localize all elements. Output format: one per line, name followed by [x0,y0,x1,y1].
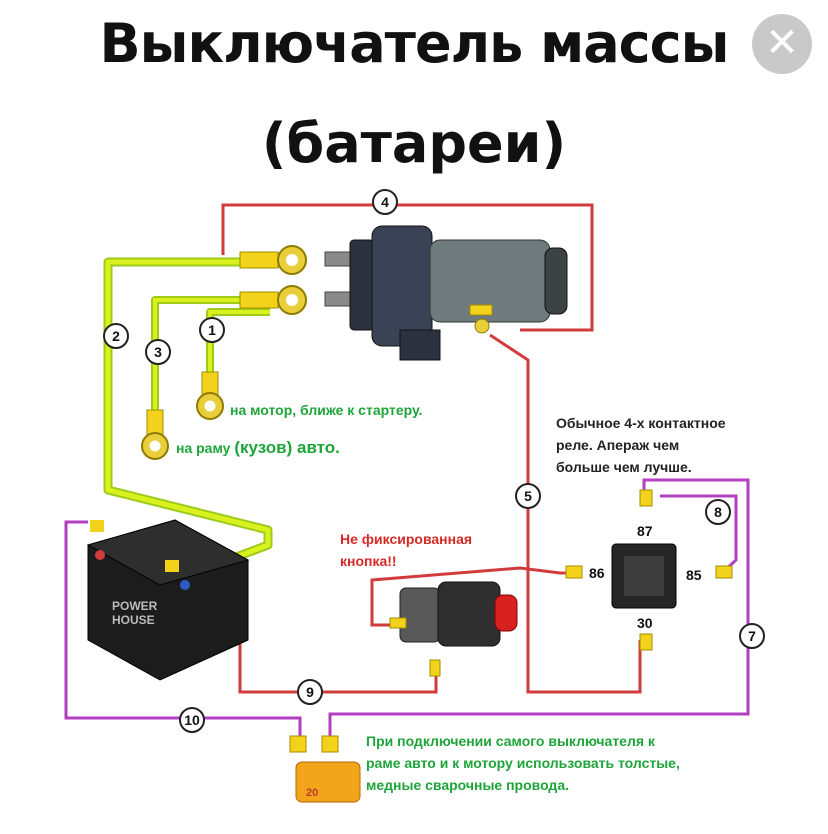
wire-badge-7: 7 [748,628,756,644]
purple-wire-10 [64,520,302,740]
wire-badge-2-circle [103,323,129,349]
note-button-2: кнопка!! [340,553,397,569]
wire-badge-7-circle [739,623,765,649]
wire-badge-8: 8 [714,504,722,520]
wire-badge-9: 9 [306,684,314,700]
battery-brand-1: POWER [112,599,158,613]
battery-brand-2: HOUSE [112,613,155,627]
push-button [389,581,518,677]
title-line-1: Выключатель массы [99,12,729,75]
wire-badge-4-circle [372,189,398,215]
wire-badge-3-circle [145,339,171,365]
relay-pin-85: 85 [686,567,702,583]
close-icon[interactable]: ✕ [752,14,812,74]
wire-badge-1-circle [199,317,225,343]
relay: 87 86 85 30 [565,489,733,651]
note-bottom-1: При подключении самого выключателя к [366,733,655,749]
wire-badge-8-circle [705,499,731,525]
wire-badge-3: 3 [154,344,162,360]
note-frame-prefix: на раму [176,440,235,456]
fuse: 20 [289,735,361,803]
mass-switch [324,225,568,361]
note-button: Не фиксированная кнопка!! [340,528,472,572]
wire-badge-5: 5 [524,488,532,504]
note-relay-1: Обычное 4-х контактное [556,415,726,431]
red-wire-5 [489,333,642,694]
note-button-1: Не фиксированная [340,531,473,547]
ring-terminal-bottom [239,285,307,315]
purple-wire-7 [328,478,750,740]
ring-terminal-frame [141,409,169,460]
note-bottom: При подключении самого выключателя к рам… [366,730,680,796]
green-wire-1-inner [208,310,270,380]
red-wire-4 [221,203,594,332]
wire-badge-4: 4 [381,194,389,210]
note-bottom-3: медные сварочные провода. [366,777,569,793]
wire-badge-5-circle [515,483,541,509]
wire-badge-2: 2 [112,328,120,344]
battery: POWER HOUSE [86,519,250,681]
note-relay-2: реле. Апераж чем [556,437,680,453]
note-relay-3: больше чем лучше. [556,459,692,475]
switch-small-terminals [469,304,493,334]
relay-pin-86: 86 [589,565,605,581]
fuse-rating: 20 [306,787,318,799]
green-wire-3-inner [153,298,270,420]
relay-pin-87: 87 [637,523,653,539]
note-frame: на раму (кузов) авто. [176,438,340,458]
wire-badge-10-circle [179,707,205,733]
note-motor: на мотор, ближе к стартеру. [230,402,423,418]
red-wire-button [370,566,570,627]
note-relay: Обычное 4-х контактное реле. Апераж чем … [556,412,726,478]
note-bottom-2: раме авто и к мотору использовать толсты… [366,755,680,771]
wire-badge-9-circle [297,679,323,705]
ring-terminal-motor [196,371,224,420]
note-frame-mid: (кузов) [234,438,293,457]
wire-badge-10: 10 [184,712,200,728]
green-wire-2-inner [105,259,271,568]
ring-terminal-top [239,245,307,275]
note-frame-suffix: авто. [292,438,340,457]
relay-pin-30: 30 [637,615,653,631]
title-line-2: (батареи) [261,112,567,175]
wire-badge-1: 1 [208,322,216,338]
